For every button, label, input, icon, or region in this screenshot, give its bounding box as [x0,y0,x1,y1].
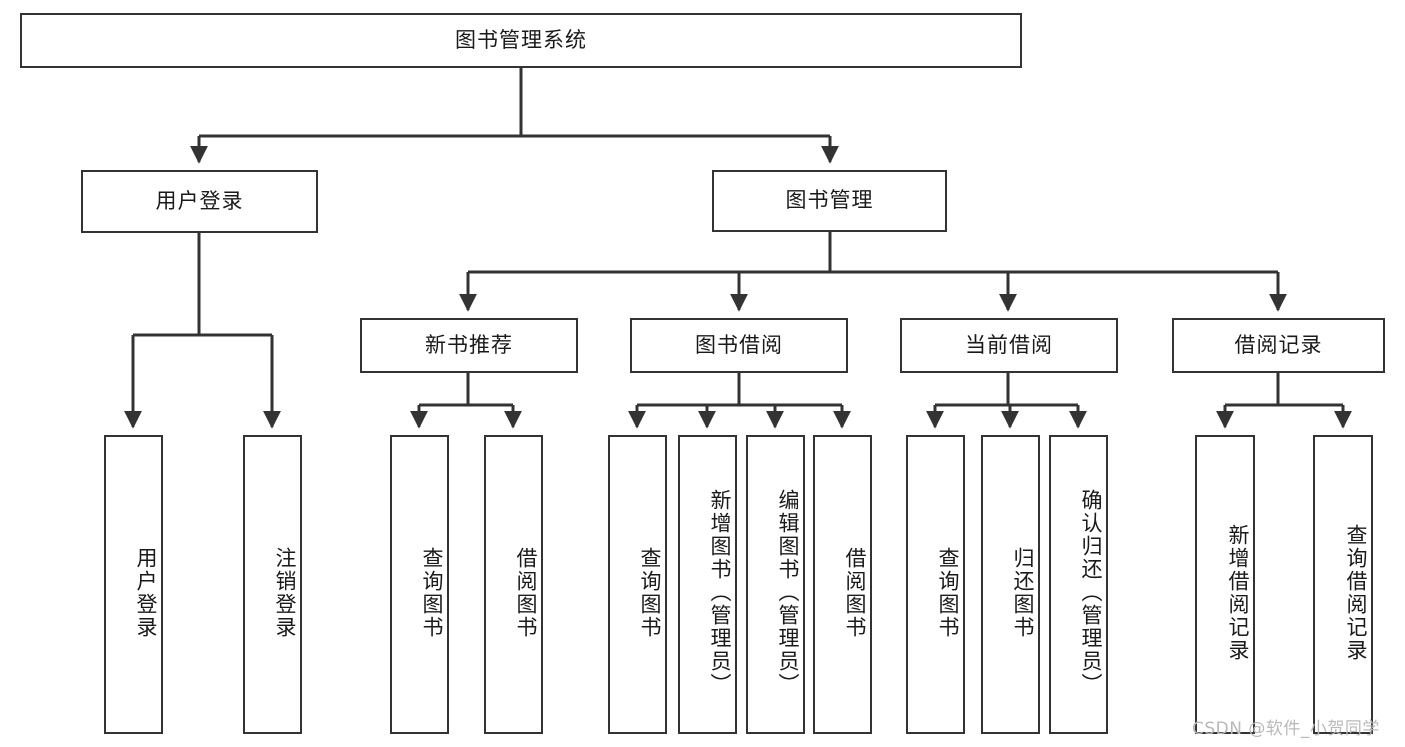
node-leaf-logout[interactable]: 注销登录 [243,435,302,734]
node-user-login-label: 用户登录 [155,188,244,213]
node-leaf-borrow-book-2-label: 借阅图书 [843,546,867,639]
node-leaf-query-borrow-record[interactable]: 查询借阅记录 [1313,435,1373,734]
node-leaf-query-book-3-label: 查询图书 [936,546,960,639]
csdn-watermark: CSDN @软件_小贺同学 [1192,719,1380,739]
node-leaf-user-login-label: 用户登录 [134,546,158,639]
node-root-label: 图书管理系统 [455,27,587,52]
node-new-book-recommend-label: 新书推荐 [425,332,513,357]
node-user-login[interactable]: 用户登录 [81,170,318,233]
node-leaf-query-book-1-label: 查询图书 [420,546,444,639]
node-book-manage-label: 图书管理 [785,188,874,213]
node-leaf-return-book[interactable]: 归还图书 [981,435,1040,734]
node-root[interactable]: 图书管理系统 [20,13,1022,68]
node-leaf-edit-book-admin-label: 编辑图书（管理员） [776,489,800,696]
node-leaf-borrow-book-2[interactable]: 借阅图书 [813,435,872,734]
node-current-borrow-label: 当前借阅 [965,332,1053,357]
node-leaf-borrow-book-1[interactable]: 借阅图书 [484,435,543,734]
node-leaf-return-book-label: 归还图书 [1011,546,1035,639]
node-borrow-record[interactable]: 借阅记录 [1172,318,1385,373]
node-book-borrow-label: 图书借阅 [695,332,783,357]
node-leaf-add-borrow-record-label: 新增借阅记录 [1226,523,1250,662]
node-leaf-logout-label: 注销登录 [273,546,297,639]
node-leaf-add-borrow-record[interactable]: 新增借阅记录 [1195,435,1255,734]
node-leaf-query-book-2[interactable]: 查询图书 [608,435,667,734]
node-leaf-query-book-1[interactable]: 查询图书 [390,435,449,734]
node-leaf-confirm-return-admin[interactable]: 确认归还（管理员） [1049,435,1108,734]
node-leaf-confirm-return-admin-label: 确认归还（管理员） [1079,489,1103,696]
node-new-book-recommend[interactable]: 新书推荐 [360,318,578,373]
node-book-manage[interactable]: 图书管理 [712,170,947,232]
node-leaf-query-borrow-record-label: 查询借阅记录 [1344,523,1368,662]
node-leaf-user-login[interactable]: 用户登录 [104,435,163,734]
node-leaf-borrow-book-1-label: 借阅图书 [514,546,538,639]
node-current-borrow[interactable]: 当前借阅 [900,318,1118,373]
node-leaf-query-book-3[interactable]: 查询图书 [906,435,965,734]
node-leaf-edit-book-admin[interactable]: 编辑图书（管理员） [746,435,805,734]
node-leaf-add-book-admin[interactable]: 新增图书（管理员） [678,435,737,734]
node-leaf-add-book-admin-label: 新增图书（管理员） [708,489,732,696]
node-book-borrow[interactable]: 图书借阅 [630,318,848,373]
node-leaf-query-book-2-label: 查询图书 [638,546,662,639]
node-borrow-record-label: 借阅记录 [1234,332,1323,357]
